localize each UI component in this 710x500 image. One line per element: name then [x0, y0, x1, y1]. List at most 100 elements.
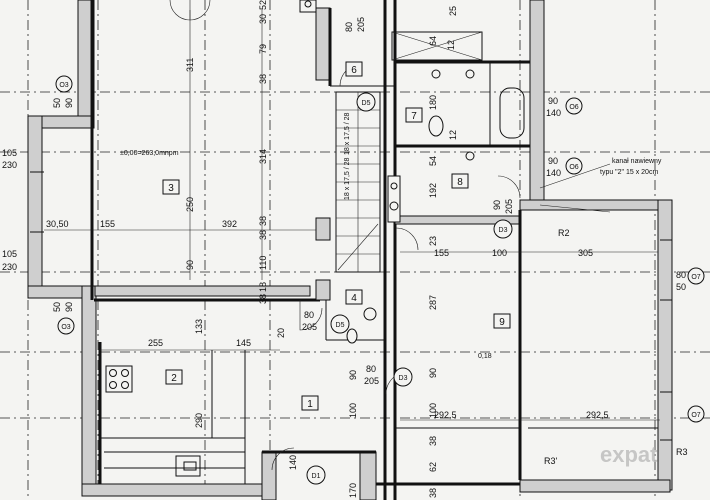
- dim-290: 290: [194, 413, 204, 428]
- dim-50-a: 50: [52, 98, 62, 108]
- dim-38-b: 38: [258, 216, 268, 226]
- dim-292-5-b: 292,5: [586, 410, 609, 420]
- dim-205-a: 205: [356, 17, 366, 32]
- dim-20: 20: [276, 328, 286, 338]
- dim-90-g: 90: [428, 368, 438, 378]
- tag-r3: R3: [676, 447, 688, 457]
- tag-d1: D1: [312, 473, 321, 480]
- dimension-labels: 311 79 38 30 52 205 80 25 64 12 314 250 …: [2, 0, 686, 498]
- room-7: 7: [411, 111, 417, 122]
- dim-140-a: 140: [546, 108, 561, 118]
- dim-205-c: 205: [302, 322, 317, 332]
- room-8: 8: [457, 177, 463, 188]
- dim-38-f: 38: [428, 488, 438, 498]
- dim-90-h: 90: [64, 302, 74, 312]
- tag-r2: R2: [558, 228, 570, 238]
- dim-90-right: 80: [676, 270, 686, 280]
- tag-o6-mid: O6: [569, 164, 578, 171]
- dim-155-a: 155: [100, 219, 115, 229]
- dim-38-a: 38: [258, 74, 268, 84]
- staircase: [335, 91, 381, 273]
- dim-54: 54: [428, 156, 438, 166]
- dim-79: 79: [258, 44, 268, 54]
- tag-d3-right: D3: [499, 227, 508, 234]
- dim-145: 145: [236, 338, 251, 348]
- tag-d3-left: D3: [399, 375, 408, 382]
- dim-90-d: 90: [64, 98, 74, 108]
- room-1: 1: [307, 399, 313, 410]
- dim-180: 180: [428, 95, 438, 110]
- dim-23: 23: [428, 236, 438, 246]
- duct-title: kanał nawiewny: [612, 158, 662, 165]
- tag-d5-top: D5: [362, 100, 371, 107]
- dim-38-e: 38: [428, 436, 438, 446]
- dim-192: 192: [428, 183, 438, 198]
- dim-90-b: 90: [548, 156, 558, 166]
- dim-170: 170: [348, 483, 358, 498]
- room-6: 6: [351, 65, 357, 76]
- dim-50-right: 50: [676, 282, 686, 292]
- dim-18: 18: [258, 282, 268, 292]
- dim-38-c: 38: [258, 230, 268, 240]
- room-9: 9: [499, 317, 505, 328]
- dim-64: 64: [428, 36, 438, 46]
- dim-80-a: 80: [344, 22, 354, 32]
- element-tags: D5 D5 D3 D3 D1 O3 O3 O6 O6 O7 O7 R2 R3' …: [55, 75, 705, 485]
- elevation-note: 0,18: [478, 353, 492, 360]
- dim-314: 314: [258, 149, 268, 164]
- dim-90-c: 90: [492, 200, 502, 210]
- tag-o3-mid: O3: [61, 324, 70, 331]
- dim-90-e: 90: [185, 260, 195, 270]
- fixtures: [30, 0, 672, 477]
- dim-230-b: 230: [2, 262, 17, 272]
- dim-287: 287: [428, 295, 438, 310]
- dim-205-d: 205: [364, 376, 379, 386]
- tag-o7-bottom: O7: [691, 412, 700, 419]
- duct-size: typu "2" 15 x 20cm: [600, 169, 658, 176]
- dim-50-c: 50: [52, 302, 62, 312]
- tag-d5-lower: D5: [336, 322, 345, 329]
- dim-155-b: 155: [434, 248, 449, 258]
- watermark: expat: [600, 442, 658, 467]
- dim-133: 133: [194, 319, 204, 334]
- room-4: 4: [351, 293, 357, 304]
- walls: [27, 0, 673, 500]
- tag-r3prime: R3': [544, 456, 558, 466]
- dim-25: 25: [448, 6, 458, 16]
- room-3: 3: [168, 183, 174, 194]
- tag-o3-top: O3: [59, 82, 68, 89]
- dim-100-b: 100: [348, 403, 358, 418]
- dim-90-f: 90: [348, 370, 358, 380]
- stair-note-2: 18 x 17,5 / 28: [344, 112, 351, 155]
- stair-note-1: 18 x 17,5 / 28: [344, 157, 351, 200]
- dim-311: 311: [185, 58, 195, 72]
- tag-o7-top: O7: [691, 274, 700, 281]
- dim-52: 52: [258, 0, 268, 10]
- annotations: ±0,00=263,0mnpm kanał nawiewny typu "2" …: [120, 112, 662, 467]
- dim-90-a: 90: [548, 96, 558, 106]
- dim-12-b: 12: [446, 40, 456, 50]
- dim-292-5-a: 292,5: [434, 410, 457, 420]
- dim-140-c: 140: [288, 455, 298, 470]
- dim-30-top: 30: [258, 14, 268, 24]
- dim-62: 62: [428, 462, 438, 472]
- dim-30-50: 30,50: [46, 219, 69, 229]
- dim-230-a: 230: [2, 160, 17, 170]
- dim-250: 250: [185, 197, 195, 212]
- dim-105-a: 105: [2, 148, 17, 158]
- dim-110: 110: [258, 256, 268, 270]
- dim-12: 12: [448, 130, 458, 140]
- level-note: ±0,00=263,0mnpm: [120, 150, 179, 157]
- dim-140-b: 140: [546, 168, 561, 178]
- dim-255: 255: [148, 338, 163, 348]
- tag-o6-top: O6: [569, 104, 578, 111]
- room-2: 2: [171, 373, 177, 384]
- dim-105-b: 105: [2, 249, 17, 259]
- dim-205-b: 205: [504, 199, 514, 214]
- dim-80-b: 80: [304, 310, 314, 320]
- dim-392: 392: [222, 219, 237, 229]
- dim-305: 305: [578, 248, 593, 258]
- room-labels: 3 2 1 4 6 7 8 9: [162, 61, 511, 411]
- dim-100-a: 100: [492, 248, 507, 258]
